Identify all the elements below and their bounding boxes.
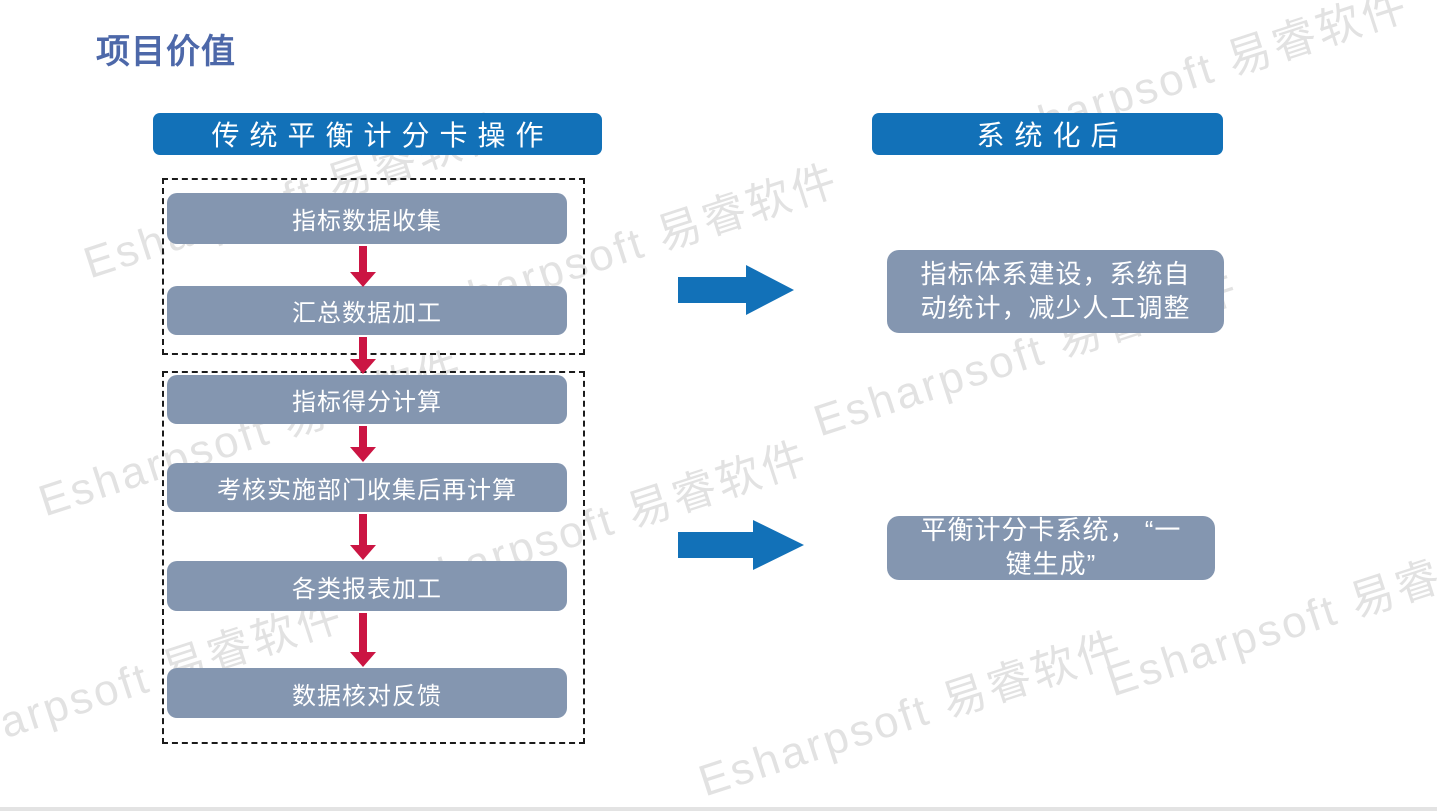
result-line: 键生成” [1005,549,1097,579]
result-box: 指标体系建设，系统自 动统计，减少人工调整 [887,250,1224,333]
result-line: 指标体系建设，系统自 [920,258,1191,289]
left-column-header: 传统平衡计分卡操作 [153,113,602,155]
down-arrow-icon [350,337,376,374]
dashed-group-1 [162,178,585,355]
down-arrow-icon [350,514,376,560]
result-line: 动统计，减少人工调整 [920,292,1191,323]
flow-step-box: 各类报表加工 [167,561,567,611]
down-arrow-icon [350,246,376,287]
right-arrow-icon [678,265,794,315]
flow-step-box: 指标得分计算 [167,375,567,424]
flow-step-box: 考核实施部门收集后再计算 [167,463,567,512]
flow-step-box: 指标数据收集 [167,193,567,244]
result-box: 平衡计分卡系统， “一 键生成” [887,515,1215,580]
down-arrow-icon [350,613,376,667]
flow-step-box: 汇总数据加工 [167,286,567,335]
result-line: 平衡计分卡系统， “一 [920,515,1182,546]
dashed-group-2 [162,371,585,744]
page-title: 项目价值 [96,33,236,71]
right-arrow-icon [678,520,804,570]
watermark: Esharpsoft 易睿软件 [692,622,1130,807]
right-column-header: 系统化后 [872,113,1223,155]
bottom-edge-strip [0,807,1437,811]
down-arrow-icon [350,426,376,462]
flow-step-box: 数据核对反馈 [167,668,567,718]
